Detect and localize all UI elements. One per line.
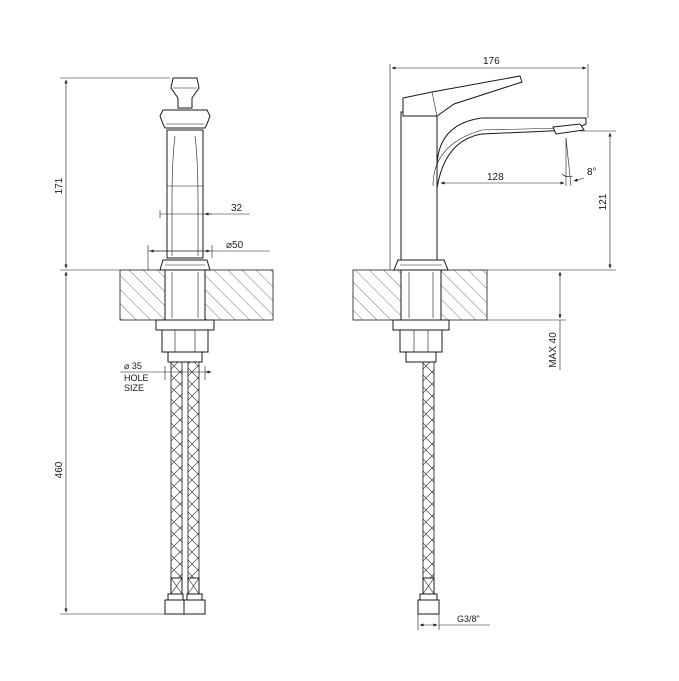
mount-shank-side (400, 269, 442, 321)
hose-left (170, 361, 183, 579)
spout (436, 117, 587, 189)
front-view: 171 460 32 ⌀50 ⌀ 35 HOLE SIZE (54, 77, 274, 615)
deck-section-left (119, 269, 166, 321)
fixing-nut-side (399, 329, 443, 353)
deck-section-left-side (352, 269, 402, 321)
tap-body-side (400, 111, 438, 261)
dim-460: 460 (54, 461, 65, 478)
handle-lever (170, 77, 200, 109)
hole-label-line2: SIZE (124, 383, 144, 393)
dim-max-40: MAX 40 (548, 332, 559, 368)
dim-32: 32 (231, 203, 243, 214)
tap-body (166, 129, 204, 259)
deck-section-right-side (440, 269, 488, 321)
dim-121: 121 (598, 193, 609, 210)
dim-hole-35: ⌀ 35 (124, 361, 142, 371)
hose-side (422, 361, 435, 579)
dim-diameter-50: ⌀50 (226, 240, 244, 251)
deck-section-right (204, 269, 274, 321)
dim-128: 128 (487, 172, 504, 183)
hole-label-line1: HOLE (124, 373, 149, 383)
hose-right (187, 361, 200, 579)
fixing-washer-side (392, 319, 450, 331)
mount-shank (164, 269, 206, 321)
dim-thread-g38: G3/8" (457, 614, 480, 624)
hose-connector-left (164, 599, 187, 615)
dim-176: 176 (483, 56, 500, 67)
lever-handle-side (402, 75, 523, 117)
hose-connector-right (183, 599, 206, 615)
hose-connector-side (417, 599, 440, 615)
fixing-washer (155, 319, 215, 331)
dim-171: 171 (54, 177, 65, 194)
aerator (552, 123, 585, 135)
dim-line-8deg (573, 177, 585, 182)
side-view: 176 128 8° 121 MAX 40 G3/8" (352, 56, 616, 630)
dim-angle-8: 8° (587, 167, 597, 178)
cartridge-cap (159, 109, 211, 129)
fixing-nut (161, 329, 209, 353)
